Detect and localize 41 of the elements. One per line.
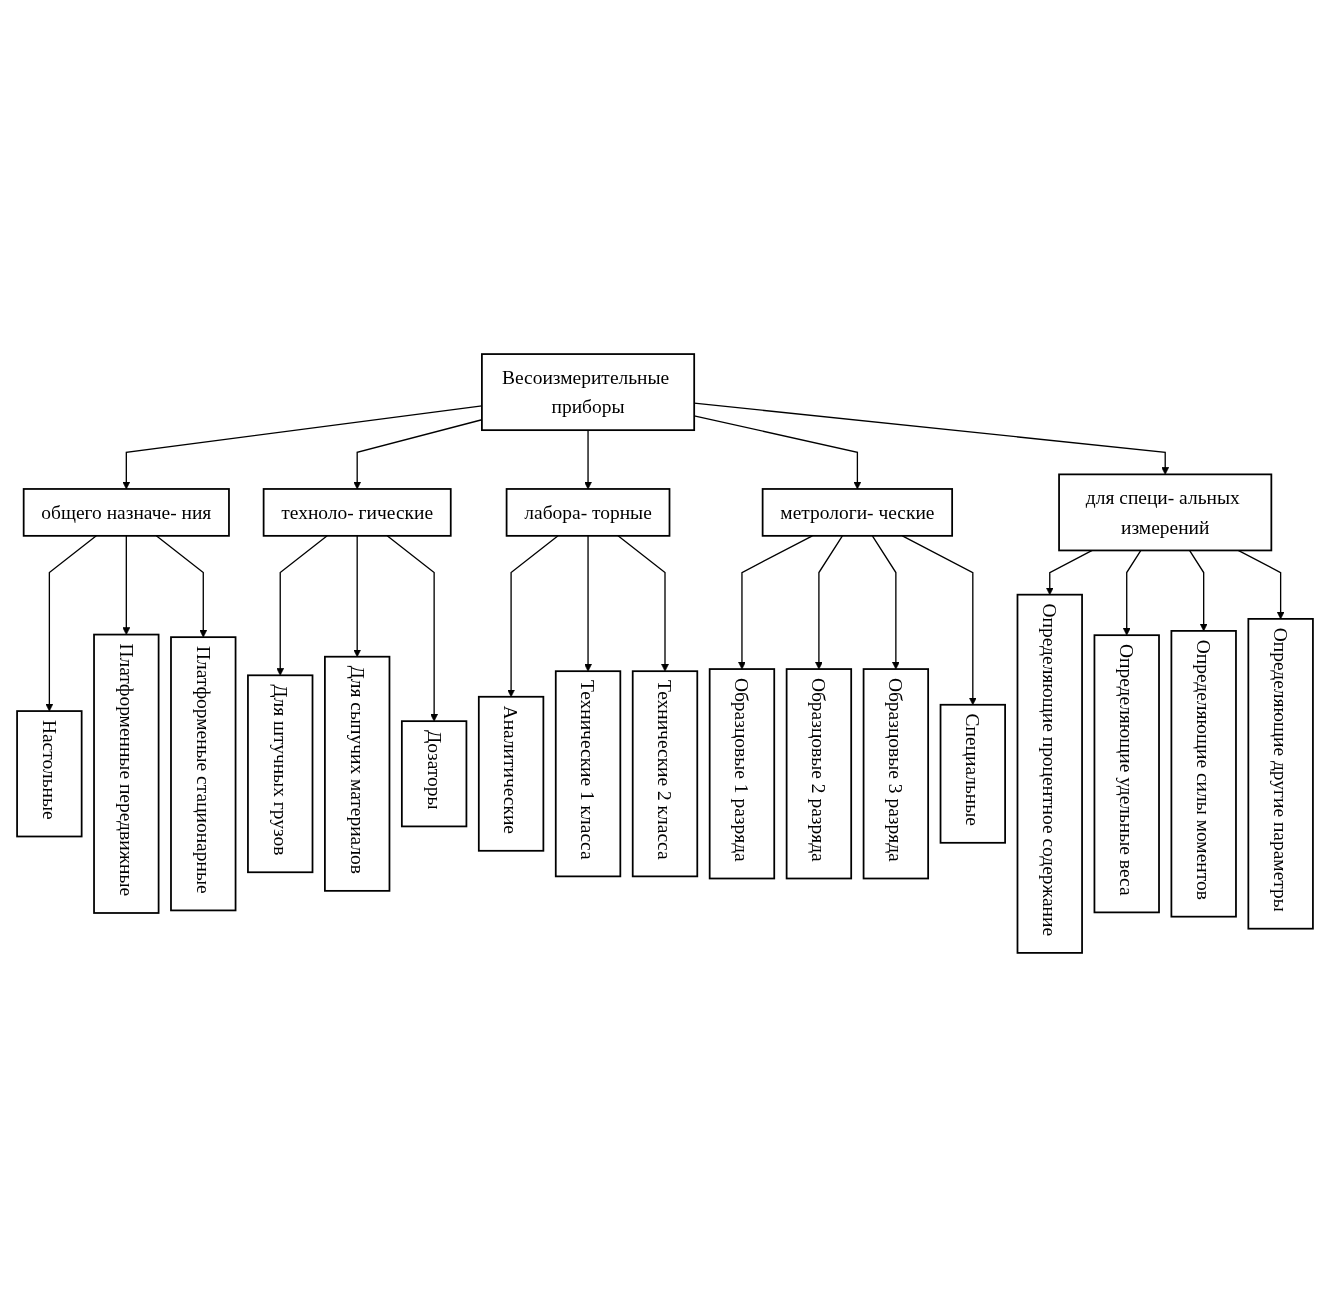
arrow — [1045, 549, 1093, 595]
arrow — [901, 534, 977, 705]
arrow — [155, 534, 208, 637]
node-box: Настольные — [16, 709, 83, 837]
node-box: Образцовые 2 разряда — [785, 667, 853, 879]
arrow — [815, 534, 844, 669]
node-box: Платформенные передвижные — [93, 633, 160, 914]
node-box: Образцовые 3 разряда — [862, 667, 930, 879]
node-box: для специ- альных измерений — [1058, 473, 1273, 551]
arrow — [1122, 549, 1142, 636]
node-box: Технические 2 класса — [631, 669, 699, 877]
node-box: Определяющие силы моментов — [1170, 629, 1237, 918]
node-box: Технические 1 класса — [554, 669, 622, 877]
node-box: Определяющие удельные веса — [1093, 633, 1160, 913]
arrow — [1237, 549, 1285, 619]
arrow — [386, 534, 439, 721]
arrow — [122, 534, 131, 635]
node-box: Специальные — [939, 703, 1006, 844]
node-box: Платформеные стационарные — [170, 635, 237, 911]
node-box: общего назначе- ния — [22, 487, 230, 537]
node-box: Для сыпучих материалов — [324, 655, 391, 892]
node-box: Определяющие процентное содержание — [1016, 593, 1083, 954]
arrow — [507, 534, 559, 697]
node-box: Определяющие другие параметры — [1247, 617, 1314, 930]
arrow — [353, 534, 362, 657]
node-box: метрологи- ческие — [761, 487, 954, 537]
node-box: Аналитические — [477, 695, 545, 852]
arrow — [45, 534, 97, 711]
node-box: Для штучных грузов — [247, 673, 314, 873]
arrow — [738, 534, 814, 669]
node-box: лабора- торные — [505, 487, 671, 537]
node-box: Дозаторы — [400, 719, 468, 827]
arrow — [617, 534, 669, 672]
node-box: Образцовые 1 разряда — [708, 667, 776, 879]
arrow — [276, 534, 328, 676]
node-box: техноло- гические — [262, 487, 452, 537]
arrow — [584, 429, 592, 489]
node-box: Весоизмерительные приборы — [481, 352, 696, 431]
arrow — [1188, 549, 1208, 631]
arrow — [584, 534, 592, 672]
arrow — [871, 534, 900, 669]
